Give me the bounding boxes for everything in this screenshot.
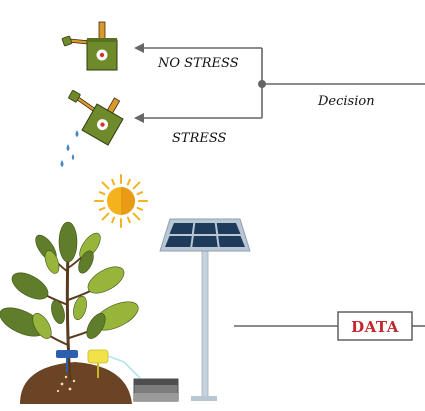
solar-cell [218,236,245,247]
decision-node [258,80,266,88]
water-drops-icon [60,130,79,167]
sun-ray [126,178,131,186]
plant-leaf [44,250,60,274]
plant-roots [56,375,76,393]
plant-leaf [32,313,52,339]
sun-ray [98,206,106,211]
battery-box-icon [133,378,179,402]
sun-ray [101,212,110,221]
watering-can-icon [61,21,118,71]
decision-label: Decision [317,94,375,109]
plant-leaf [86,313,106,339]
data-box [337,311,413,341]
watering-can-pouring-icon [68,90,124,146]
plant-leaf [73,296,87,320]
sun-ray [111,178,116,186]
solar-cell [192,236,218,247]
plant-leaf [58,221,78,263]
solar-panel-pole [201,247,209,399]
solar-cell [193,223,217,234]
sun-ray [101,181,110,190]
plant-icon [0,221,139,393]
solar-panel-icon [159,218,251,401]
sun-ray [132,212,141,221]
solar-cell [165,236,192,247]
plant-leaf [78,250,94,274]
solar-cell [169,223,194,234]
solar-panel-base [191,396,217,401]
sun-ray [136,206,144,211]
sun-ray [136,191,144,196]
sun-ray [98,191,106,196]
decision-connectors [142,47,425,119]
sun-ray [126,216,131,224]
no-stress-label: NO STRESS [157,56,239,71]
data-label: DATA [351,318,399,336]
plant-leaf [51,300,65,324]
sensor-wire [107,355,141,379]
solar-cell [216,223,241,234]
plant-leaf [11,272,49,300]
sun-icon [94,174,148,228]
no-stress-arrowhead [134,43,144,53]
sun-ray [132,181,141,190]
soil-mound-icon [20,362,132,404]
plant-leaf [87,266,125,294]
stress-label: STRESS [172,131,227,146]
sun-ray [111,216,116,224]
stress-arrowhead [134,113,144,123]
